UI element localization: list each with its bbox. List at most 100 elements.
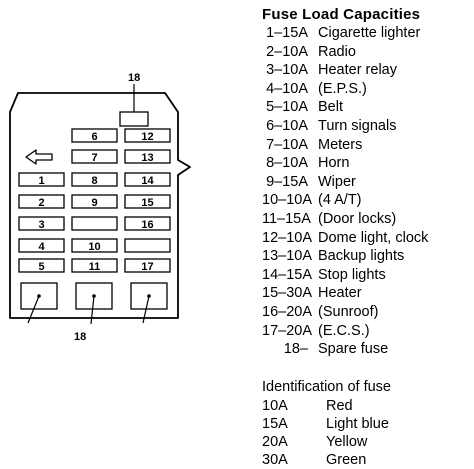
legend-item: 3–10A Heater relay (262, 61, 472, 80)
legend-item-description: (E.P.S.) (318, 80, 367, 97)
fuse-box-diagram: 18 6 12 7 13 1 8 14 2 9 15 3 16 4 10 5 1… (9, 72, 191, 343)
legend-item-rating: 3–10A (266, 62, 308, 79)
fuse-slot-11 (71, 258, 118, 273)
legend-item-description: Backup lights (318, 248, 405, 265)
legend-item-rating: 10–10A (262, 192, 312, 209)
legend-item-description: Radio (318, 43, 356, 60)
fuse-slot-9 (71, 194, 118, 209)
identification-color: Green (326, 452, 367, 469)
fuse-slot-5 (18, 258, 65, 273)
legend-item-description: Dome light, clock (318, 229, 429, 246)
fuse-label-1: 1 (38, 175, 44, 187)
legend-item-rating: 16–20A (262, 303, 312, 320)
legend-item-rating: 17–20A (262, 322, 312, 339)
legend-item-description: Stop lights (318, 266, 386, 283)
fuse-label-4: 4 (38, 241, 45, 253)
legend-item-description: Meters (318, 136, 363, 153)
fuse-slot-17 (124, 258, 171, 273)
fuse-slot-12 (124, 128, 171, 143)
legend-item: 2–10A Radio (262, 43, 472, 62)
legend-item: 6–10A Turn signals (262, 117, 472, 136)
fuse-slot-1 (18, 172, 65, 187)
fuse-box-outline (9, 92, 191, 319)
fuse-label-13: 13 (141, 152, 153, 164)
fuse-label-7: 7 (91, 152, 97, 164)
identification-color: Red (326, 397, 353, 414)
legend-item: 4–10A (E.P.S.) (262, 80, 472, 99)
legend-item-description: (4 A/T) (318, 192, 362, 209)
legend-item-description: Heater relay (318, 62, 397, 79)
callout-18-top: 18 (128, 72, 140, 84)
fuse-label-9: 9 (91, 197, 97, 209)
fuse-label-14: 14 (141, 175, 154, 187)
legend-item-rating: 9–15A (266, 173, 308, 190)
fuse-slot-10 (71, 238, 118, 253)
legend-item: 14–15A Stop lights (262, 266, 472, 285)
legend-item: 5–10A Belt (262, 98, 472, 117)
fuse-label-17: 17 (141, 261, 153, 273)
legend-item: 13–10A Backup lights (262, 247, 472, 266)
fuse-slot-2 (18, 194, 65, 209)
legend-item-rating: 7–10A (266, 136, 308, 153)
legend-item-rating: 13–10A (262, 248, 312, 265)
callout-18-bottom: 18 (74, 331, 86, 343)
legend-item-rating: 2–10A (266, 43, 308, 60)
fuse-label-12: 12 (141, 131, 153, 143)
legend-item: 7–10A Meters (262, 136, 472, 155)
fuse-label-15: 15 (141, 197, 153, 209)
legend-item: 12–10A Dome light, clock (262, 229, 472, 248)
legend-item-rating: 18– (283, 341, 308, 358)
fuse-slot-14 (124, 172, 171, 187)
fuse-slot-empty-mid (71, 216, 118, 231)
arrow-left-icon (25, 149, 53, 165)
legend-item-description: Spare fuse (318, 341, 389, 358)
fuse-slot-7 (71, 149, 118, 164)
identification-color: Yellow (326, 434, 368, 451)
legend-item-description: Cigarette lighter (318, 25, 421, 41)
legend-item-rating: 11–15A (262, 210, 311, 227)
legend-item: 9–15A Wiper (262, 173, 472, 192)
legend-item-description: (E.C.S.) (318, 322, 370, 339)
fuse-slot-16 (124, 216, 171, 231)
fuse-slot-15 (124, 194, 171, 209)
identification-amperage: 15A (262, 415, 288, 432)
fuse-label-3: 3 (38, 219, 44, 231)
legend-item-rating: 15–30A (262, 285, 312, 302)
legend-item-description: Wiper (318, 173, 356, 190)
legend-item-description: Turn signals (318, 117, 397, 134)
legend-item-rating: 4–10A (266, 80, 308, 97)
identification-color: Light blue (326, 415, 389, 432)
identification-title: Identification of fuse (262, 378, 391, 395)
fuse-label-11: 11 (89, 261, 101, 273)
legend-item-description: Belt (318, 99, 343, 116)
fuse-slot-4 (18, 238, 65, 253)
legend-item-rating: 5–10A (266, 99, 308, 116)
fuse-label-5: 5 (38, 261, 44, 273)
identification-amperage: 30A (262, 452, 288, 469)
legend-item-rating: 12–10A (262, 229, 312, 246)
legend-item: 16–20A(Sunroof) (262, 303, 472, 322)
fuse-slot-3 (18, 216, 65, 231)
fuse-label-16: 16 (141, 219, 153, 231)
fuse-slot-6 (71, 128, 118, 143)
legend-item-rating: 6–10A (266, 117, 308, 134)
legend-item: 17–20A (E.C.S.) (262, 322, 472, 341)
identification-item: 10A Red (262, 397, 472, 415)
legend-item: 11–15A(Door locks) (262, 210, 472, 229)
callout-line-right (142, 295, 150, 324)
callout-line-left (27, 295, 40, 324)
identification-amperage: 10A (262, 397, 288, 414)
legend-item-description: Horn (318, 155, 350, 172)
fuse-slot-13 (124, 149, 171, 164)
legend-item-rating: 14–15A (262, 266, 312, 283)
fuse-label-8: 8 (91, 175, 97, 187)
legend-title: Fuse Load Capacities (262, 6, 421, 23)
legend-item: 10–10A (4 A/T) (262, 191, 472, 210)
callout-line-mid (90, 295, 95, 325)
